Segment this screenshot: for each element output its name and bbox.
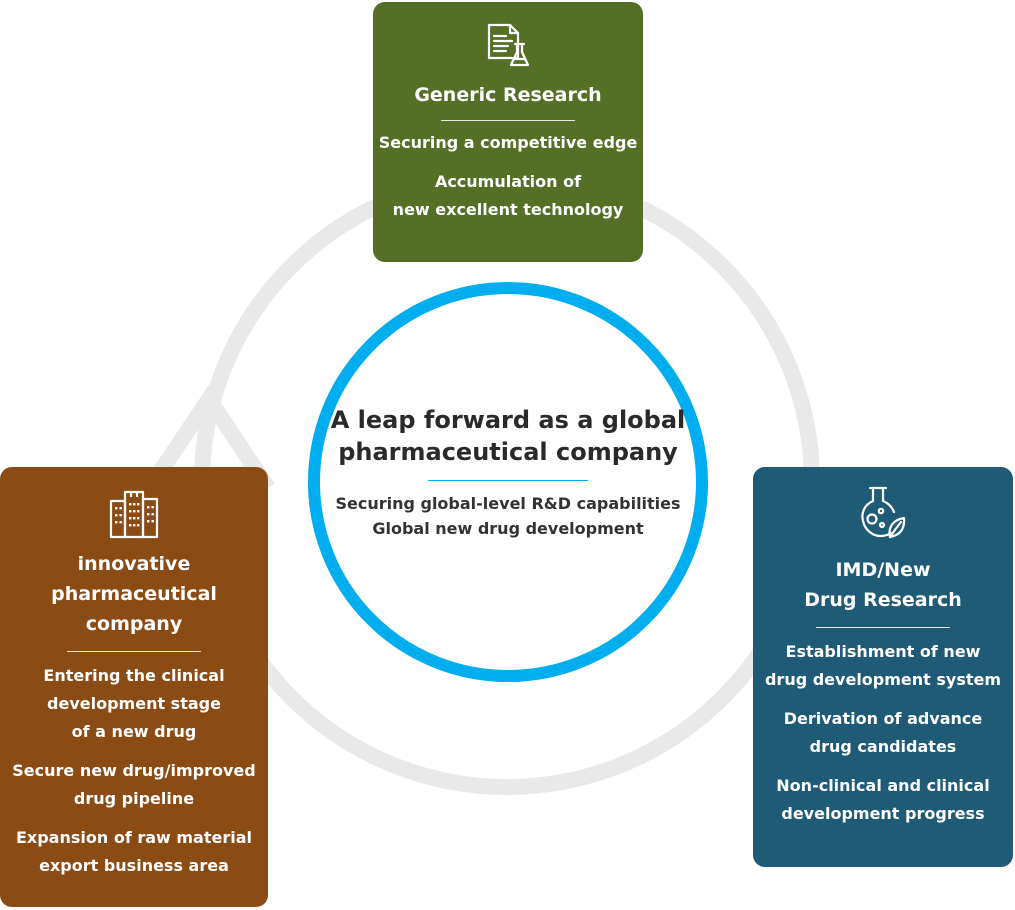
divider	[428, 480, 588, 481]
list-item: Expansion of raw material export busines…	[0, 824, 268, 880]
sub-line: Global new drug development	[372, 519, 644, 538]
flask-leaf-icon	[753, 485, 1013, 541]
list-item: Secure new drug/improved drug pipeline	[0, 757, 268, 813]
list-item: Non-clinical and clinical development pr…	[753, 772, 1013, 828]
item-line: Accumulation of	[434, 172, 582, 191]
generic-research-card: Generic Research Securing a competitive …	[373, 2, 643, 262]
list-item: Securing a competitive edge	[373, 129, 643, 157]
card-title: innovative pharmaceutical company	[0, 549, 268, 639]
headline-line: pharmaceutical company	[338, 438, 678, 466]
list-item: Entering the clinical development stage …	[0, 662, 268, 746]
title-line: innovative	[77, 553, 191, 575]
item-line: new excellent technology	[392, 200, 624, 219]
title-line: pharmaceutical	[51, 583, 217, 605]
item-line: development stage	[47, 694, 221, 713]
list-item: Derivation of advance drug candidates	[753, 705, 1013, 761]
title-line: IMD/New	[835, 559, 931, 581]
card-title: Generic Research	[373, 80, 643, 110]
sub-line: Securing global-level R&D capabilities	[335, 494, 681, 513]
item-line: Expansion of raw material	[15, 828, 253, 847]
title-line: Generic Research	[414, 84, 602, 106]
center-circle: A leap forward as a global pharmaceutica…	[308, 282, 708, 682]
item-line: drug pipeline	[73, 789, 195, 808]
list-item: Establishment of new drug development sy…	[753, 638, 1013, 694]
headline-line: A leap forward as a global	[330, 406, 686, 434]
title-line: company	[85, 613, 183, 635]
imd-research-card: IMD/New Drug Research Establishment of n…	[753, 467, 1013, 867]
center-subtext: Securing global-level R&D capabilities G…	[320, 491, 696, 541]
divider	[441, 120, 575, 121]
card-title: IMD/New Drug Research	[753, 555, 1013, 615]
item-line: Establishment of new	[785, 642, 981, 661]
item-line: Securing a competitive edge	[378, 133, 638, 152]
innovative-company-card: innovative pharmaceutical company Enteri…	[0, 467, 268, 907]
item-line: Non-clinical and clinical	[776, 776, 990, 795]
divider	[816, 627, 950, 628]
item-line: Entering the clinical	[43, 666, 225, 685]
divider	[67, 651, 201, 652]
item-line: drug candidates	[809, 737, 957, 756]
item-line: drug development system	[764, 670, 1002, 689]
buildings-icon	[0, 489, 268, 539]
cycle-arrowhead	[143, 384, 275, 493]
item-line: Derivation of advance	[783, 709, 983, 728]
title-line: Drug Research	[804, 589, 962, 611]
item-line: Secure new drug/improved	[12, 761, 256, 780]
item-line: development progress	[781, 804, 985, 823]
item-line: of a new drug	[71, 722, 197, 741]
document-flask-icon	[373, 22, 643, 70]
list-item: Accumulation of new excellent technology	[373, 168, 643, 224]
item-line: export business area	[39, 856, 229, 875]
center-headline: A leap forward as a global pharmaceutica…	[320, 404, 696, 468]
